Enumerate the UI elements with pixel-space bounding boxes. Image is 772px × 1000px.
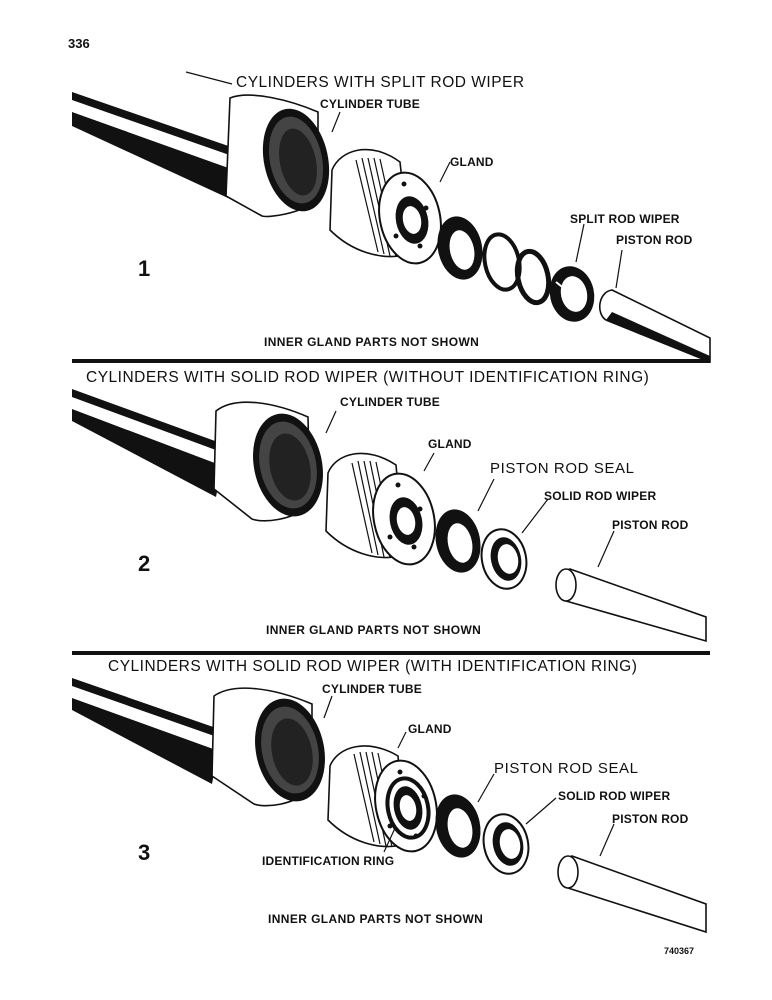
panel-divider: [72, 359, 710, 363]
piston-rod-seal: [435, 509, 481, 573]
piston-rod: [557, 855, 707, 934]
panel-heading: CYLINDERS WITH SOLID ROD WIPER (WITH IDE…: [108, 658, 638, 675]
panel-heading: CYLINDERS WITH SOLID ROD WIPER (WITHOUT …: [86, 369, 650, 386]
cylinder-tube: [225, 94, 330, 218]
cylinder-barrel: [72, 389, 226, 497]
split-rod-wiper: [549, 266, 595, 322]
gland: [329, 148, 442, 265]
page-number: 336: [68, 36, 90, 51]
panel-note: INNER GLAND PARTS NOT SHOWN: [268, 912, 484, 926]
label-piston-rod-seal: PISTON ROD SEAL: [490, 460, 635, 477]
label-gland: GLAND: [408, 722, 452, 736]
panel-number: 3: [138, 840, 151, 865]
panel-number: 2: [138, 551, 151, 576]
gland: [325, 452, 436, 566]
cylinder-barrel: [72, 92, 240, 198]
panel-3-illustration: [72, 678, 707, 934]
solid-rod-wiper: [480, 528, 528, 590]
label-cylinder-tube: CYLINDER TUBE: [322, 682, 422, 696]
panel-number: 1: [138, 256, 151, 281]
piston-rod: [555, 568, 707, 643]
heading-leader: [185, 71, 233, 85]
panel-divider: [72, 651, 710, 655]
panel-1-illustration: [72, 71, 711, 364]
backup-ring: [514, 248, 552, 306]
cylinder-tube: [213, 401, 323, 522]
label-solid-rod-wiper: SOLID ROD WIPER: [558, 789, 671, 803]
label-piston-rod: PISTON ROD: [612, 518, 689, 532]
panel-split-rod-wiper: CYLINDERS WITH SPLIT ROD WIPER CYLINDER …: [0, 0, 772, 365]
label-gland: GLAND: [450, 155, 494, 169]
piston-rod-seal: [437, 216, 483, 280]
panel-solid-rod-wiper-with-ring: CYLINDERS WITH SOLID ROD WIPER (WITH IDE…: [0, 656, 772, 946]
label-piston-rod: PISTON ROD: [612, 812, 689, 826]
label-split-rod-wiper: SPLIT ROD WIPER: [570, 212, 680, 226]
label-piston-rod: PISTON ROD: [616, 233, 693, 247]
label-piston-rod-seal: PISTON ROD SEAL: [494, 760, 639, 777]
label-solid-rod-wiper: SOLID ROD WIPER: [544, 489, 657, 503]
panel-solid-rod-wiper-without-ring: CYLINDERS WITH SOLID ROD WIPER (WITHOUT …: [0, 365, 772, 655]
leader-lines: [323, 695, 615, 857]
label-identification-ring: IDENTIFICATION RING: [262, 854, 395, 868]
panel-note: INNER GLAND PARTS NOT SHOWN: [266, 623, 482, 637]
leader-lines: [331, 111, 623, 289]
cylinder-barrel: [72, 678, 222, 784]
label-cylinder-tube: CYLINDER TUBE: [340, 395, 440, 409]
leader-lines: [325, 410, 615, 568]
panel-heading: CYLINDERS WITH SPLIT ROD WIPER: [236, 74, 525, 91]
label-cylinder-tube: CYLINDER TUBE: [320, 97, 420, 111]
label-gland: GLAND: [428, 437, 472, 451]
gland: [327, 745, 438, 853]
panel-2-illustration: [72, 389, 707, 643]
cylinder-tube: [211, 687, 325, 807]
panel-note: INNER GLAND PARTS NOT SHOWN: [264, 335, 480, 349]
piston-rod-seal: [435, 794, 481, 858]
figure-id: 740367: [664, 946, 695, 956]
piston-rod: [599, 289, 711, 364]
solid-rod-wiper: [482, 813, 530, 875]
